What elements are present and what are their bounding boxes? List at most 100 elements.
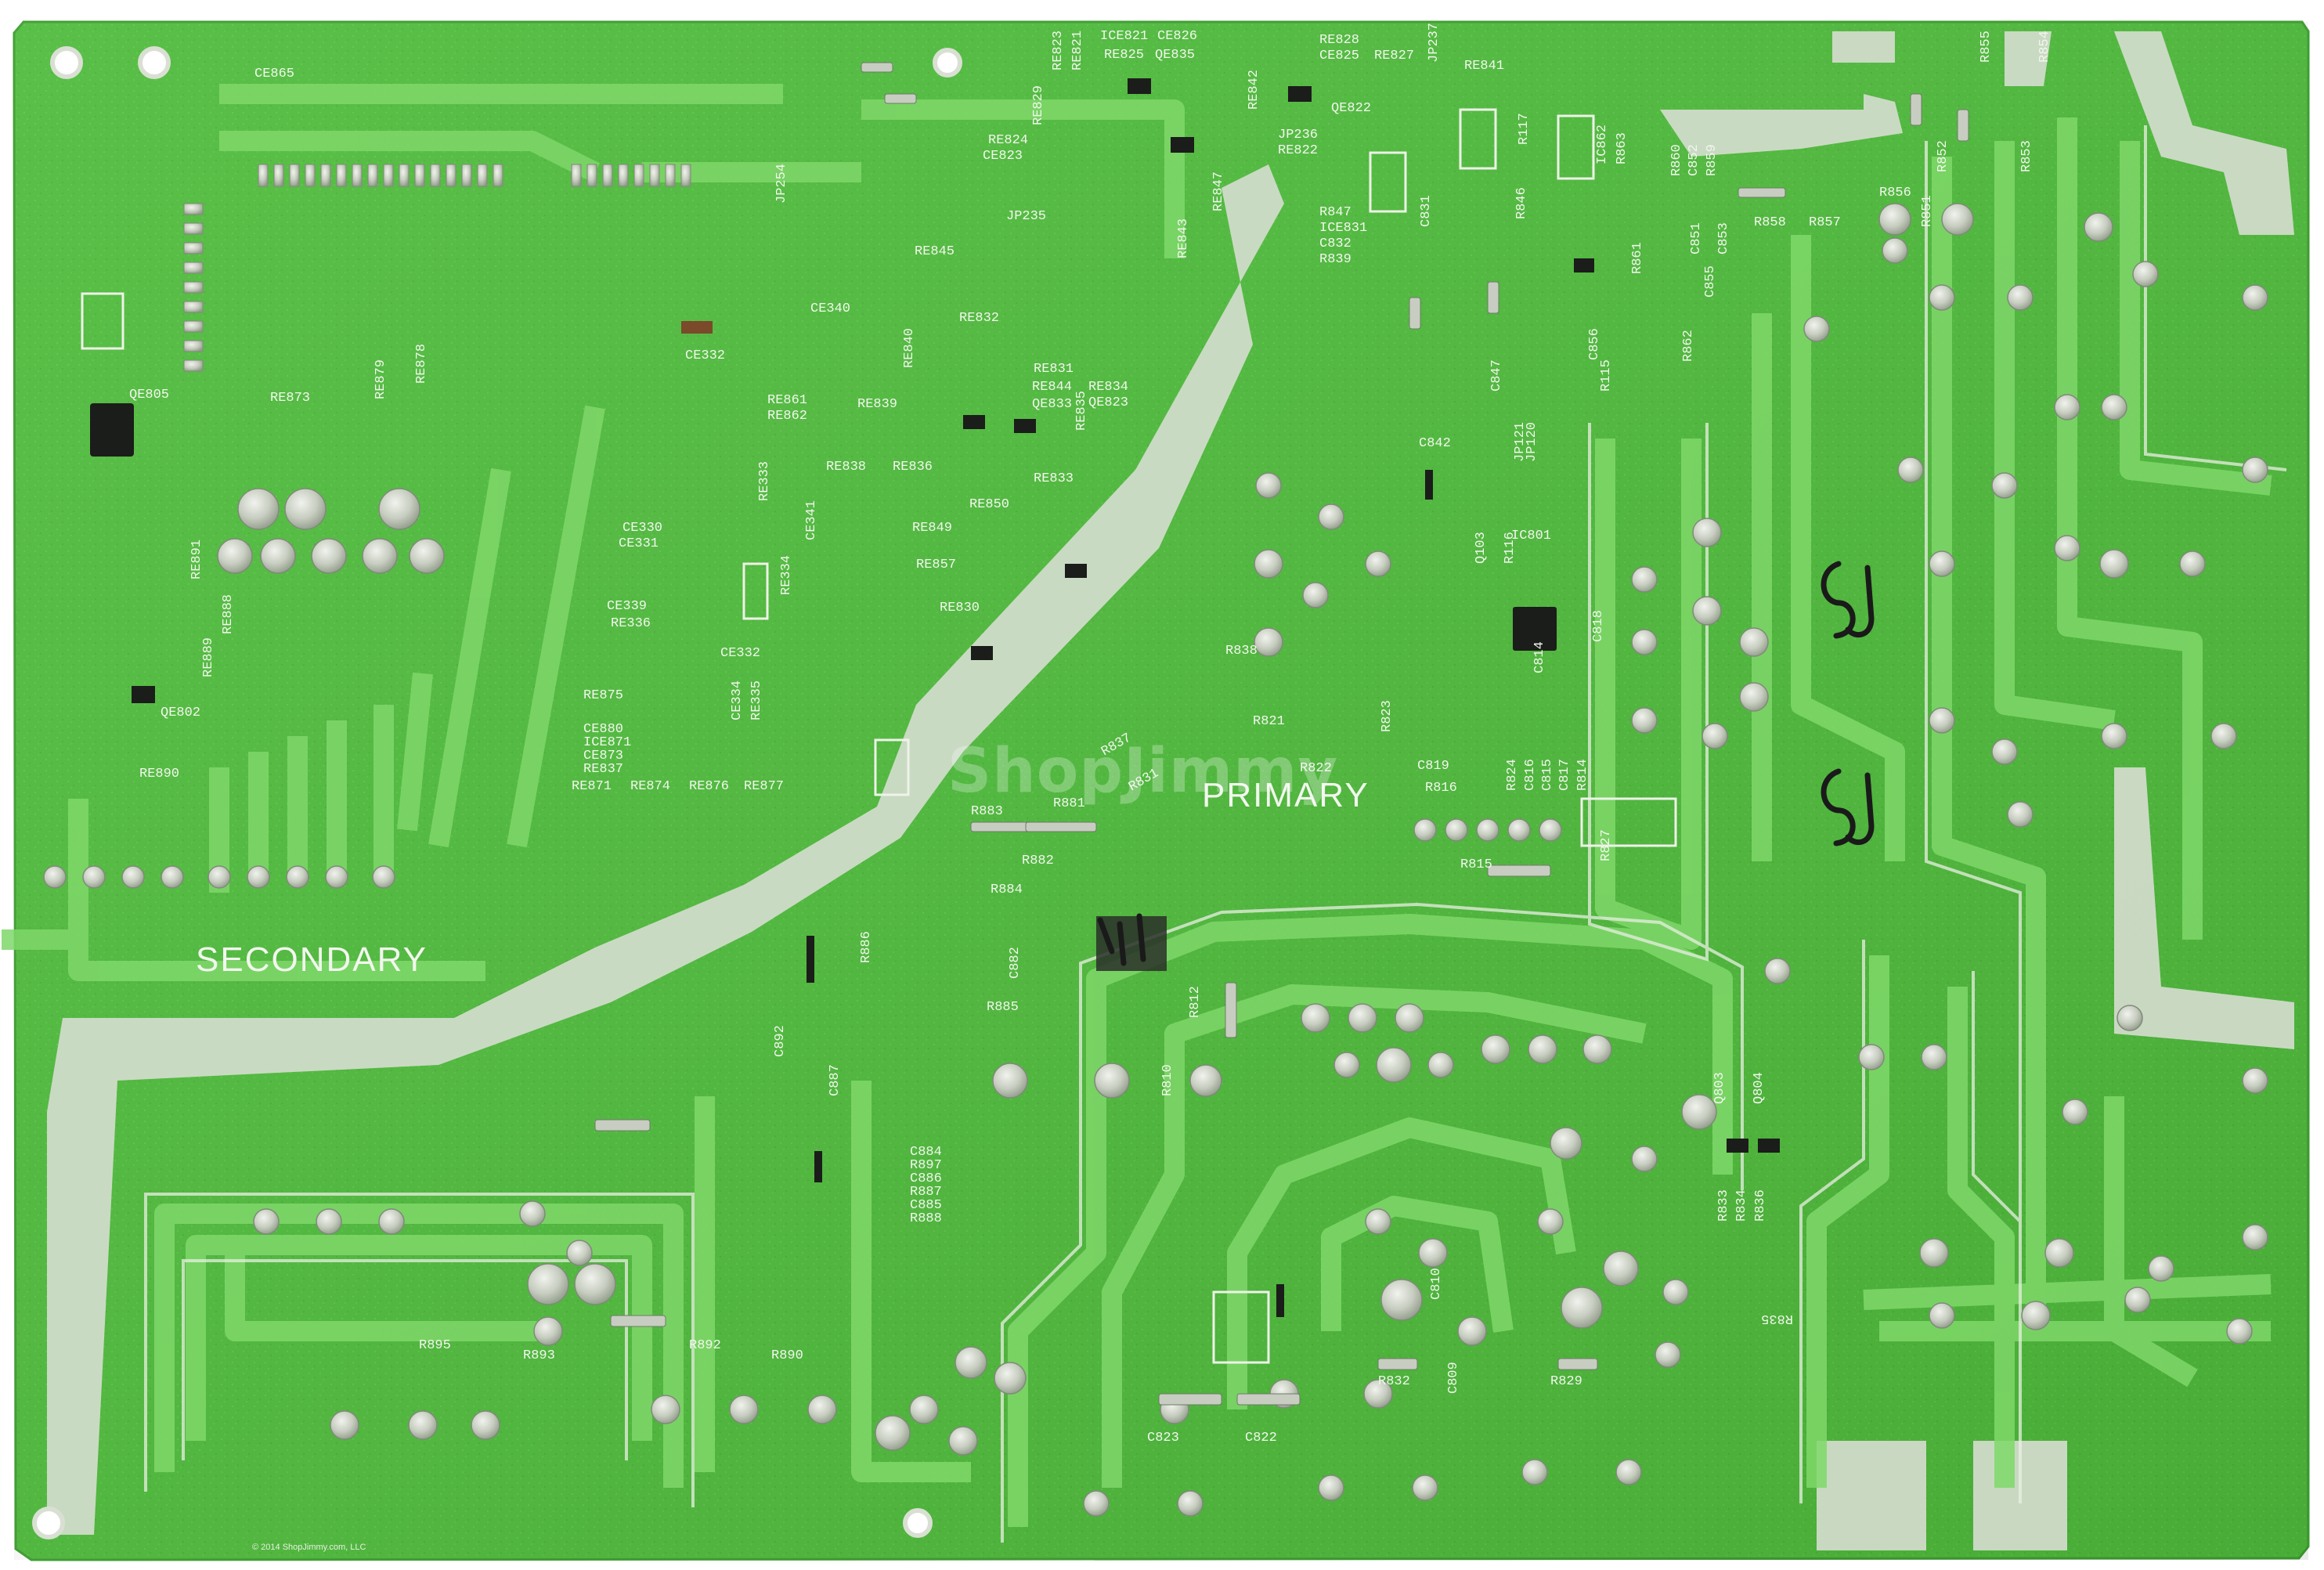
silk-designator: RE837: [583, 762, 623, 777]
silk-designator: R885: [987, 1000, 1019, 1015]
mounting-holes: [32, 46, 962, 1539]
silk-designator: C887: [828, 1064, 843, 1096]
silk-designator: RE877: [744, 779, 784, 794]
copyright-text: © 2014 ShopJimmy.com, LLC: [252, 1543, 366, 1552]
silk-designator: C856: [1587, 328, 1602, 360]
copper-traces: [2, 84, 2272, 1527]
silk-designator: R892: [689, 1338, 721, 1353]
silk-designator: ICE871: [583, 735, 631, 750]
silk-designator: R886: [859, 931, 874, 963]
silk-designator: R853: [2019, 140, 2034, 172]
silk-designator: R116: [1503, 532, 1517, 564]
silk-designator: Q103: [1474, 532, 1489, 564]
silk-designator: C819: [1417, 759, 1449, 774]
silk-designator: R856: [1879, 186, 1911, 200]
silk-designator: IC862: [1595, 125, 1610, 164]
silk-designator: RE830: [940, 601, 980, 615]
silk-designator: R814: [1575, 759, 1590, 791]
silk-designator: RE888: [221, 594, 236, 634]
silk-designator: C851: [1689, 222, 1704, 254]
watermark: ShopJimmy: [947, 736, 1339, 807]
silk-designator: R854: [2037, 31, 2052, 63]
silk-designator: R861: [1630, 242, 1645, 274]
silk-designator: CE865: [254, 67, 294, 81]
through-hole-pads: [43, 203, 2268, 1517]
silk-designator: R883: [971, 804, 1003, 819]
silk-designator: CE334: [730, 680, 745, 720]
silk-designator: RE825: [1104, 48, 1144, 63]
silk-designators: CE865 QE805 RE873 RE879 RE878 JP254 ICE8…: [129, 23, 2052, 1445]
silk-designator: CE826: [1157, 29, 1197, 44]
silk-designator: RE874: [630, 779, 670, 794]
silk-designator: R888: [910, 1211, 942, 1226]
silk-designator: R822: [1300, 761, 1332, 776]
silk-designator: RE873: [270, 391, 310, 406]
silk-designator: RE850: [969, 497, 1009, 512]
silk-designator: QE805: [129, 388, 169, 402]
silk-designator: IC801: [1511, 529, 1551, 543]
silk-designator: QE823: [1088, 395, 1128, 410]
silk-designator: R884: [991, 882, 1023, 897]
silk-designator: RE835: [1074, 391, 1089, 431]
silk-designator: RE828: [1319, 33, 1359, 48]
silk-designator: RE849: [912, 521, 952, 536]
silk-designator: RE845: [915, 244, 955, 259]
silk-designator: C831: [1419, 195, 1434, 227]
silk-designator: CE880: [583, 722, 623, 737]
silk-designator: R833: [1716, 1189, 1731, 1222]
silk-designator: RE839: [857, 397, 897, 412]
silk-designator: R829: [1550, 1374, 1582, 1389]
silk-designator: C815: [1540, 759, 1555, 791]
silk-designator: R846: [1514, 187, 1529, 219]
silk-designator: RE335: [749, 680, 764, 720]
silk-designator: R855: [1979, 31, 1994, 63]
silk-designator: R847: [1319, 205, 1351, 220]
silk-designator: RE834: [1088, 380, 1128, 395]
silk-designator: RE838: [826, 460, 866, 475]
silk-designator: JP237: [1427, 23, 1442, 63]
silk-designator: JP236: [1278, 128, 1318, 143]
silk-designator: Q804: [1752, 1072, 1766, 1104]
silk-designator: RE857: [916, 558, 956, 572]
silk-designator: C852: [1687, 144, 1702, 176]
silk-designator: QE835: [1155, 48, 1195, 63]
silk-designator: RE889: [201, 637, 216, 677]
silk-designator: RE862: [767, 409, 807, 424]
silk-designator: C855: [1703, 265, 1718, 298]
silk-designator: C885: [910, 1198, 942, 1213]
silk-designator: R115: [1599, 359, 1614, 392]
silk-designator: RE878: [414, 344, 429, 384]
silk-designator: QE822: [1331, 101, 1371, 116]
passive-parts: [594, 62, 1969, 1406]
silk-designator: R827: [1599, 829, 1614, 861]
silk-designator: CE331: [619, 536, 659, 551]
silk-designator: CE873: [583, 749, 623, 763]
smd-components: [90, 78, 1780, 1317]
silk-designator: RE861: [767, 393, 807, 408]
ink-marks: [1097, 561, 1875, 966]
silk-designator: RE844: [1032, 380, 1072, 395]
silk-designator: RE871: [572, 779, 612, 794]
silk-designator: JP121: [1513, 422, 1528, 462]
silk-designator: QE833: [1032, 397, 1072, 412]
silk-designator: RE879: [374, 359, 388, 399]
silk-designator: R824: [1505, 759, 1520, 791]
silk-designator: R816: [1425, 781, 1457, 796]
silk-designator: RE847: [1211, 171, 1226, 211]
silk-frames: [81, 108, 1677, 1364]
silk-designator: CE339: [607, 599, 647, 614]
silk-designator: R862: [1681, 330, 1696, 362]
silk-designator: C882: [1008, 947, 1023, 979]
silk-designator: RE840: [902, 328, 917, 368]
silk-designator: C814: [1532, 641, 1547, 673]
silk-designator: C847: [1489, 359, 1504, 392]
silk-designator: CE825: [1319, 49, 1359, 63]
silk-designator: RE836: [893, 460, 933, 475]
silk-designator: C816: [1523, 759, 1538, 791]
silk-designator: RE829: [1031, 85, 1046, 125]
silk-designator: R857: [1809, 215, 1841, 230]
silk-designator: RE833: [1034, 471, 1074, 486]
silk-designator: R860: [1669, 144, 1684, 176]
silk-designator: ICE821: [1100, 29, 1148, 44]
